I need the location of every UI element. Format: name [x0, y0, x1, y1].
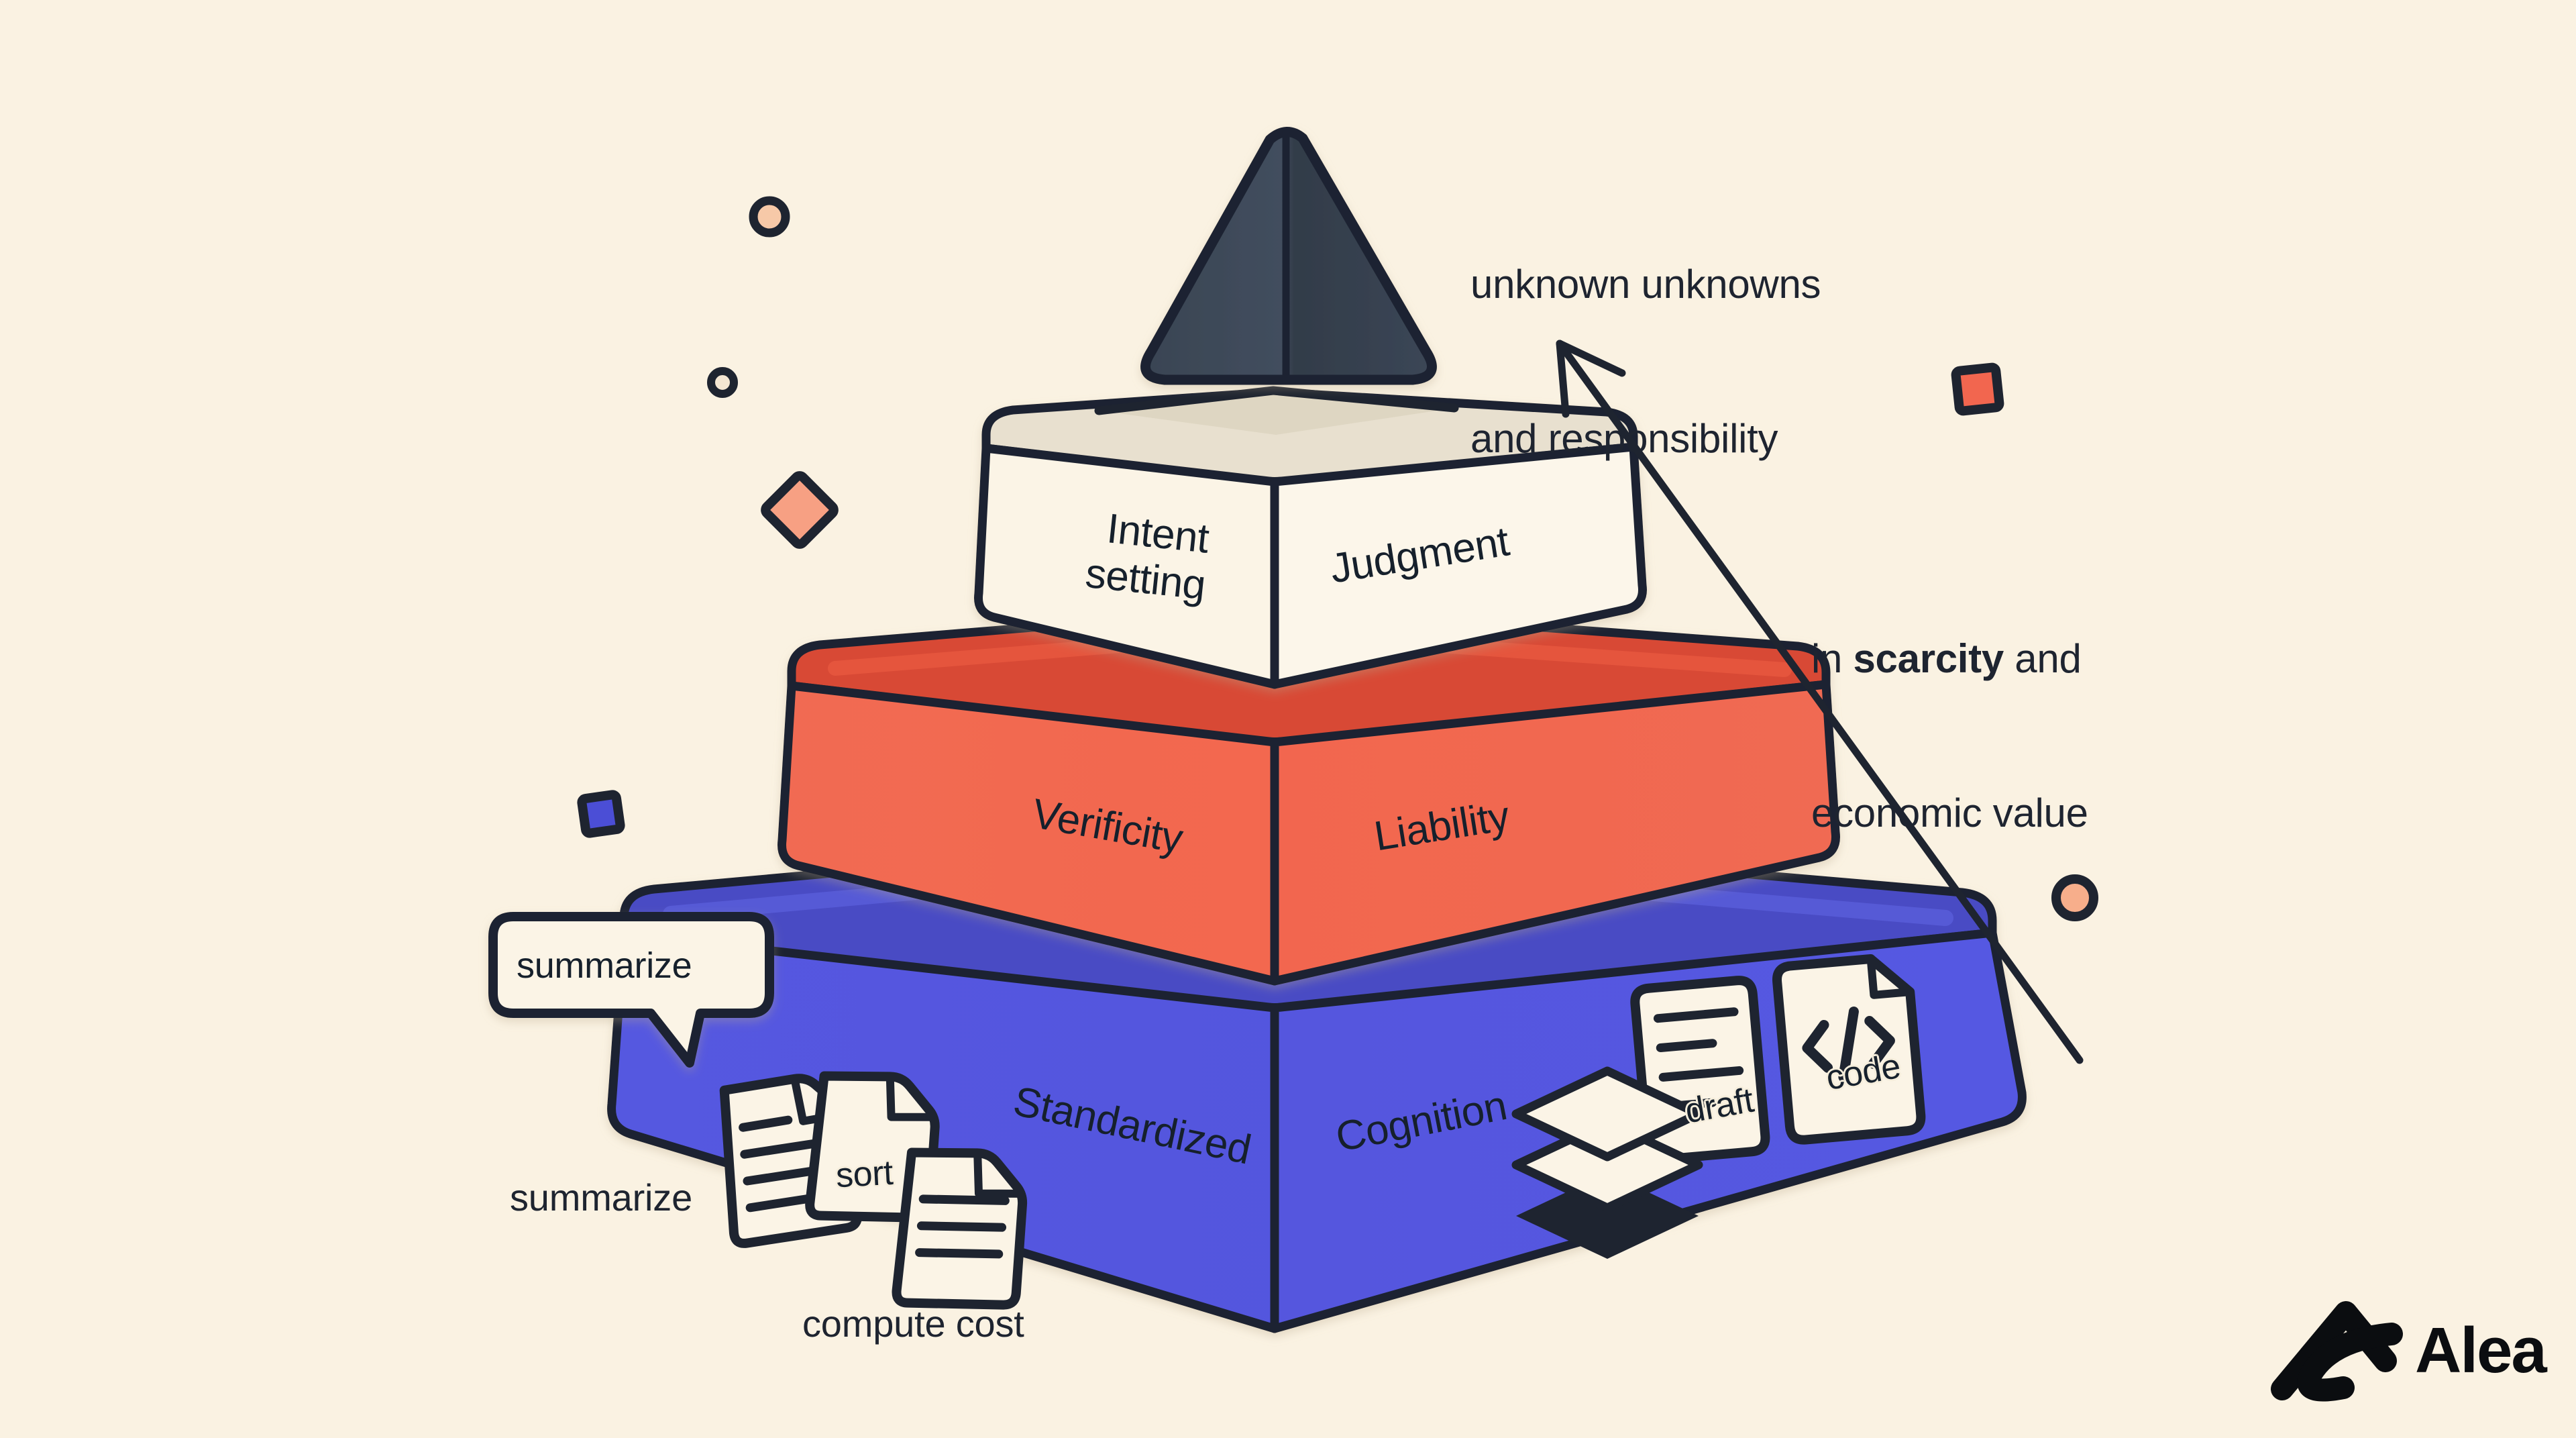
alea-lambda-mark	[2271, 1301, 2403, 1402]
decoration-square-blue-left	[577, 790, 625, 838]
speech-bubble-summarize[interactable]	[488, 912, 774, 1068]
annotation-scarcity-suffix: and	[2003, 635, 2082, 681]
annotation-scarcity-prefix: in	[1811, 635, 1854, 681]
apex-pyramid-dark[interactable]	[1140, 127, 1437, 385]
decoration-ring-small-left	[707, 367, 738, 398]
tier-verificity-liability[interactable]	[777, 604, 1840, 986]
decoration-diamond-orange-left	[761, 471, 839, 549]
callout-label-summarize: summarize	[510, 1176, 693, 1219]
annotation-scarcity-strong: scarcity	[1853, 635, 2004, 681]
stacked-layers-icon	[1511, 1066, 1703, 1259]
decoration-square-orange-right	[1951, 362, 2004, 416]
upward-arrow	[1556, 340, 2084, 1064]
doc-icon-lines-bottom	[892, 1147, 1028, 1310]
annotation-scarcity-line2: economic value	[1811, 790, 2088, 835]
tier-intent-judgment[interactable]	[974, 388, 1647, 689]
annotation-unknown-unknowns: unknown unknowns and responsibility	[1470, 156, 1821, 517]
doc-icon-code	[1772, 954, 1926, 1145]
brand-wordmark: Alea	[2415, 1315, 2547, 1386]
doc-tag-sort: sort	[835, 1153, 894, 1196]
annotation-scarcity: in scarcity and economic value	[1811, 530, 2088, 891]
callout-label-compute-cost: compute cost	[802, 1302, 1024, 1345]
apex-platform	[1094, 386, 1459, 435]
annotation-unknown-unknowns-line1: unknown unknowns	[1470, 261, 1821, 307]
decoration-ring-peach-top-left	[749, 196, 790, 238]
decoration-ring-peach-right	[2051, 874, 2098, 921]
annotation-unknown-unknowns-line2: and responsibility	[1470, 415, 1778, 461]
speech-bubble-label: summarize	[517, 945, 692, 986]
annotation-scarcity-line1: in scarcity and	[1811, 633, 2088, 685]
